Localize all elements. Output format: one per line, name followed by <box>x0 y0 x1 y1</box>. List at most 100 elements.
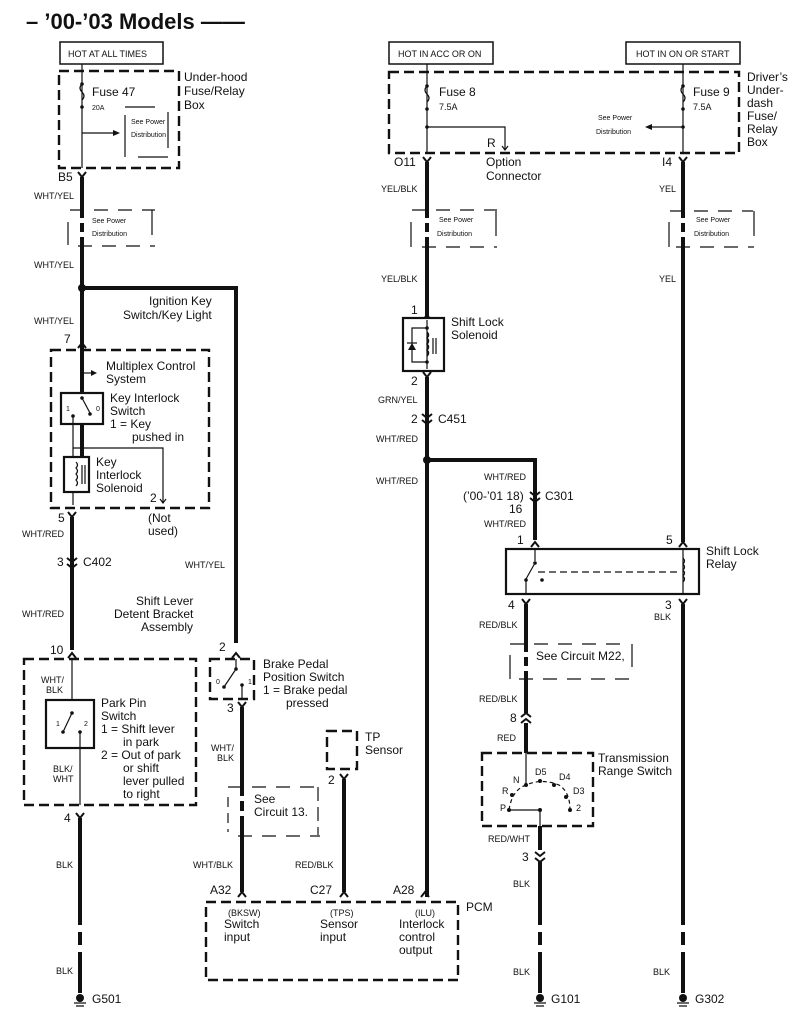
see-power-text: See Power <box>598 115 633 122</box>
trs-pos-label: N <box>513 775 520 785</box>
underdash-label: dash <box>747 96 773 110</box>
park-pin-label: Park Pin <box>101 696 146 710</box>
pcm-ilu: control <box>399 930 435 944</box>
brake-pedal-label: 1 = Brake pedal <box>263 683 347 697</box>
see-power-text: Distribution <box>596 129 631 136</box>
multiplex-box <box>49 348 211 510</box>
wire-label: RED/BLK <box>295 860 334 870</box>
shift-lock-solenoid-label: Solenoid <box>451 328 498 342</box>
underdash-label: Under- <box>747 83 784 97</box>
fuse47-icon <box>79 83 85 101</box>
diode-icon <box>408 343 416 350</box>
pcm-bksw: input <box>224 930 251 944</box>
trs-pos-2 <box>568 808 572 812</box>
wire-label: BLK/ <box>53 764 73 774</box>
diagram-title: – ’00-’03 Models —— <box>26 9 245 34</box>
terminal-4: 4 <box>508 598 515 612</box>
park-pin-switch <box>44 698 96 750</box>
hot-acc-on-label: HOT IN ACC OR ON <box>398 49 481 59</box>
fuse8-name: Fuse 8 <box>439 85 476 99</box>
option-connector-pin: R <box>487 136 496 150</box>
terminal-7: 7 <box>64 332 71 346</box>
pcm-label: PCM <box>466 900 493 914</box>
wire-label: WHT/ <box>211 743 234 753</box>
wire-label: WHT/BLK <box>193 860 233 870</box>
coil-icon <box>425 331 430 357</box>
terminal-o11: O11 <box>394 155 416 169</box>
key-interlock-switch-label: Key Interlock <box>110 391 180 405</box>
wire-label: YEL <box>659 184 676 194</box>
wire-label: BLK <box>217 753 234 763</box>
wire-label: WHT/RED <box>484 472 526 482</box>
transmission-range-switch-box <box>480 751 595 828</box>
terminal-c27: C27 <box>310 883 332 897</box>
park-pin-box <box>22 657 198 807</box>
tp-sensor-label: Sensor <box>365 743 403 757</box>
svg-text:0: 0 <box>216 679 220 686</box>
terminal-3: 3 <box>227 701 234 715</box>
fuse47-name: Fuse 47 <box>92 85 136 99</box>
ground-icon <box>76 994 84 1002</box>
wire-label: BLK <box>46 685 63 695</box>
wire-label: BLK <box>56 860 73 870</box>
wire-label: WHT/RED <box>376 434 418 444</box>
wire-label: BLK <box>513 967 530 977</box>
terminal-5: 5 <box>58 511 65 525</box>
pcm-ilu: output <box>399 943 433 957</box>
see-power-text: See Power <box>439 217 474 224</box>
connector-icon <box>66 557 78 570</box>
connector-c451: C451 <box>438 412 467 426</box>
terminal-3: 3 <box>522 850 529 864</box>
wire-label: WHT/ <box>41 675 64 685</box>
fuse8-icon <box>424 85 430 103</box>
tp-sensor-box <box>325 729 359 771</box>
fuse9-name: Fuse 9 <box>693 85 730 99</box>
terminal-8: 8 <box>510 711 517 725</box>
pcm-ilu: (ILU) <box>415 908 435 918</box>
pcm-ilu: Interlock <box>399 917 445 931</box>
trs-label: Transmission <box>598 751 669 765</box>
svg-text:1: 1 <box>248 679 252 686</box>
wire-label: WHT/YEL <box>185 560 225 570</box>
not-used-label: used) <box>148 524 178 538</box>
underhood-fuse-box <box>57 69 181 170</box>
terminal-1: 1 <box>517 533 524 547</box>
trs-pos-r <box>510 793 514 797</box>
hot-at-all-times-box <box>59 41 164 65</box>
trs-pos-label: 2 <box>576 803 581 813</box>
shift-lock-relay-label: Relay <box>706 557 737 571</box>
brake-pedal-label: Position Switch <box>263 670 344 684</box>
key-interlock-switch-label: pushed in <box>132 430 184 444</box>
see-circuit-13: See <box>254 792 276 806</box>
terminal-b5: B5 <box>58 170 73 184</box>
see-power-text: Distribution <box>131 132 166 139</box>
terminal-2: 2 <box>411 412 418 426</box>
wire-label: WHT/RED <box>22 529 64 539</box>
wire-label: BLK <box>513 879 530 889</box>
trs-pos-label: P <box>500 803 506 813</box>
terminal-a32: A32 <box>210 883 232 897</box>
park-pin-label: Switch <box>101 709 136 723</box>
wire-label: BLK <box>56 966 73 976</box>
park-pin-label: lever pulled <box>123 774 184 788</box>
wire-label: WHT/RED <box>376 476 418 486</box>
underhood-label-1: Under-hood <box>184 70 247 84</box>
hot-on-start-label: HOT IN ON OR START <box>636 49 730 59</box>
wire-label: WHT/YEL <box>34 316 74 326</box>
wire-label: WHT/YEL <box>34 260 74 270</box>
park-pin-label: 1 = Shift lever <box>101 722 175 736</box>
ground-g501: G501 <box>92 992 122 1006</box>
connector-c301: C301 <box>545 489 574 503</box>
trs-pos-label: D3 <box>573 786 585 796</box>
shift-lock-solenoid-label: Shift Lock <box>451 315 505 329</box>
not-used-label: (Not <box>148 511 171 525</box>
underhood-label-3: Box <box>184 98 205 112</box>
brake-pedal-label: pressed <box>286 696 329 710</box>
connector-icon <box>421 413 433 426</box>
wire-wht-red-to-relay <box>427 458 537 540</box>
shift-lever-label: Assembly <box>141 620 193 634</box>
svg-text:2: 2 <box>84 721 88 728</box>
see-circuit-13: Circuit 13. <box>254 805 308 819</box>
c301-note: (’00-’01 18) <box>463 489 524 503</box>
trs-label: Range Switch <box>598 764 672 778</box>
